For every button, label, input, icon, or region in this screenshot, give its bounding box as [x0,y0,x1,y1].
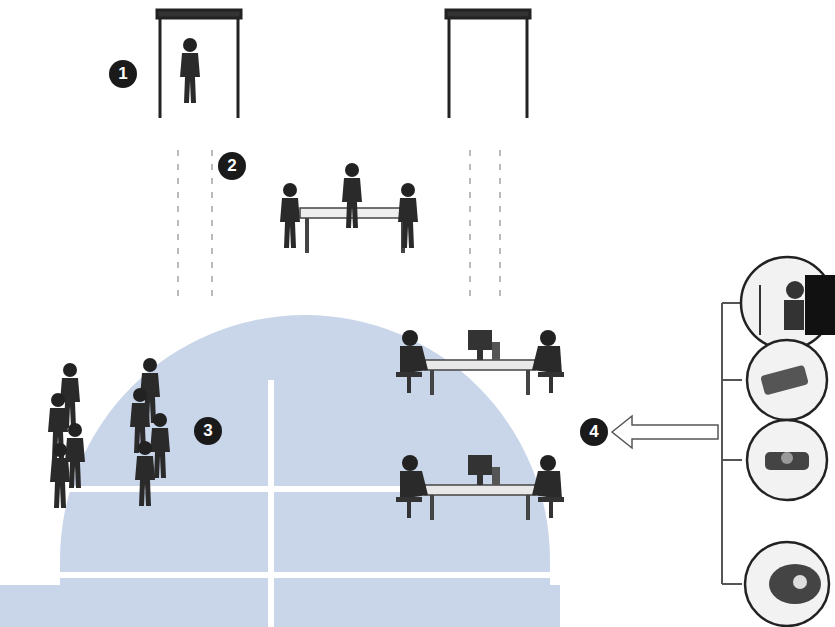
callout-number: 4 [580,418,608,446]
callout-number: 3 [194,417,222,445]
screening-table [280,163,418,253]
bracket [722,303,742,584]
callout-number: 2 [218,152,246,180]
metal-detector-gate [157,10,530,118]
crowd [48,358,170,508]
hollow-arrow [612,416,718,448]
callout-number: 1 [109,60,137,88]
